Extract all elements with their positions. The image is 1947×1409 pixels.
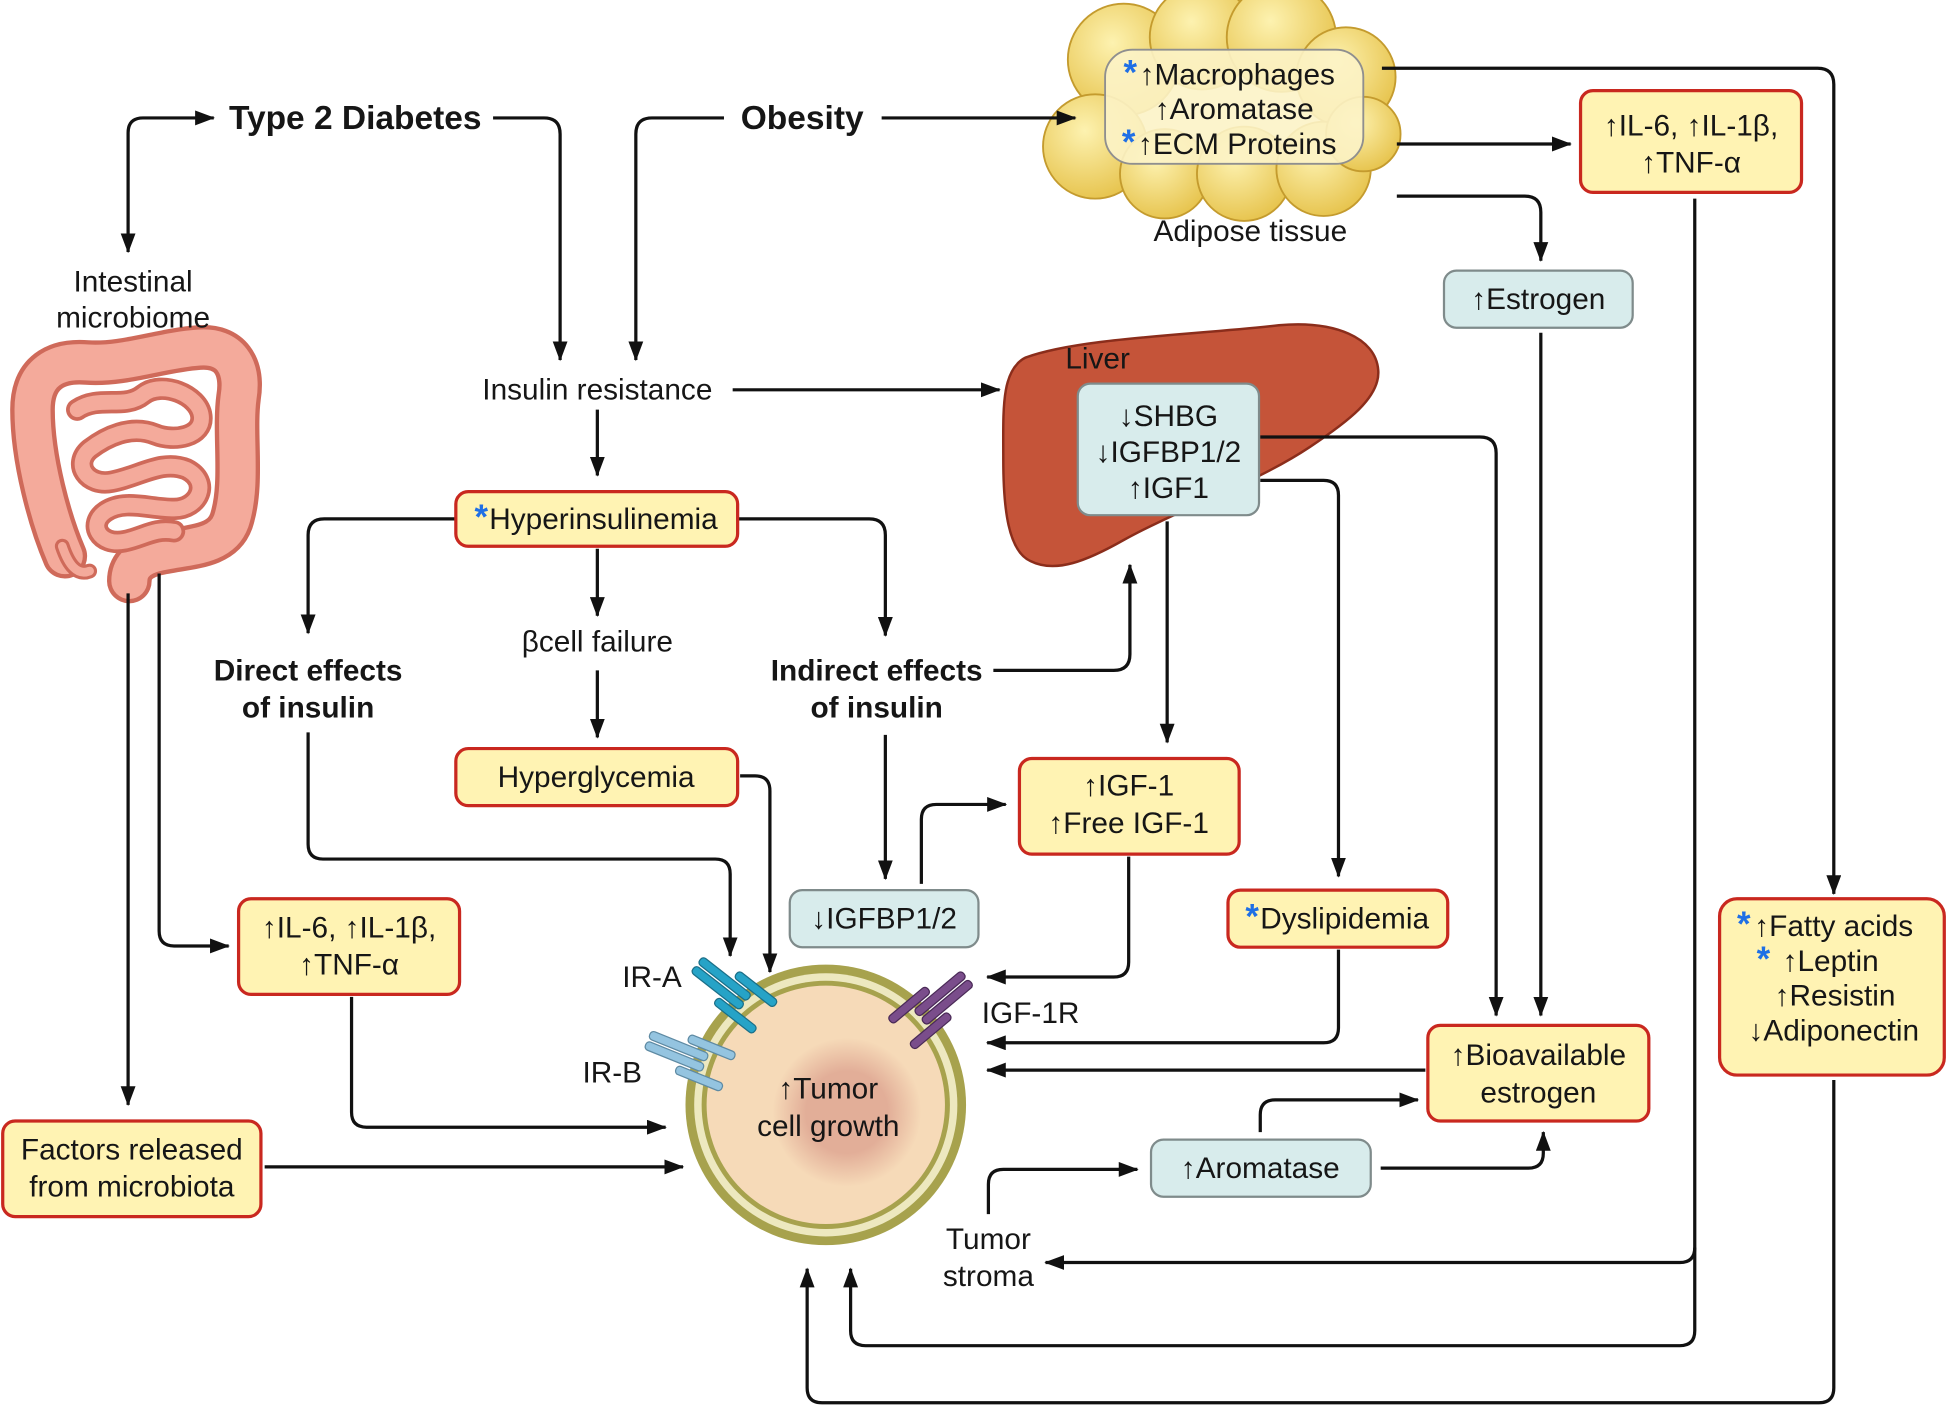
bioavailable-estrogen-line2: estrogen bbox=[1480, 1076, 1596, 1109]
microbiome-label-line2: microbiome bbox=[56, 302, 210, 335]
arrow-igf1-tumor bbox=[985, 856, 1131, 985]
adipose-item-aromatase: ↑Aromatase bbox=[1155, 93, 1314, 126]
tumor-nucleus bbox=[772, 1037, 922, 1187]
direct-effects-line1: Direct effects bbox=[214, 654, 403, 687]
beta-cell-failure-label: βcell failure bbox=[522, 626, 673, 659]
arrow-dyslipidemia-tumor bbox=[985, 949, 1341, 1051]
arrow-hyperinsulinemia-indirect bbox=[737, 517, 893, 637]
arrow-liver-bioavailable bbox=[1260, 435, 1504, 1017]
tumor-cell-line1: ↑Tumor bbox=[778, 1073, 878, 1106]
ir-a-receptor bbox=[691, 957, 778, 1034]
indirect-effects-line2: of insulin bbox=[810, 692, 942, 725]
adipokine-adiponectin: ↓Adiponectin bbox=[1749, 1014, 1920, 1047]
adipokines-box bbox=[1717, 897, 1946, 1077]
hyperinsulinemia-label: *Hyperinsulinemia bbox=[475, 499, 719, 537]
arrow-stroma-aromatase bbox=[986, 1161, 1139, 1215]
microbiome-label-line1: Intestinal bbox=[73, 266, 192, 299]
microbiota-factors-line2: from microbiota bbox=[29, 1171, 235, 1204]
igfbp-box bbox=[788, 888, 980, 949]
adipose-item-ecm: *↑ECM Proteins bbox=[1122, 124, 1337, 162]
liver-factor-igf1: ↑IGF1 bbox=[1128, 472, 1209, 505]
arrow-t2d-insulin-resistance bbox=[493, 116, 568, 362]
igfbp-label: ↓IGFBP1/2 bbox=[811, 903, 957, 936]
adipose-item-macrophages: *↑Macrophages bbox=[1124, 54, 1335, 92]
arrow-igfbp-igf1 bbox=[919, 796, 1008, 884]
arrow-adipose-estrogen bbox=[1396, 194, 1549, 262]
tumor-stroma-line2: stroma bbox=[943, 1260, 1034, 1293]
direct-effects-line2: of insulin bbox=[242, 692, 374, 725]
microbiota-factors-line1: Factors released bbox=[21, 1133, 243, 1166]
dyslipidemia-box bbox=[1226, 888, 1450, 949]
adipokine-resistin: ↑Resistin bbox=[1775, 980, 1896, 1013]
gut-cytokines-box bbox=[236, 897, 462, 996]
liver-factor-shbg: ↓SHBG bbox=[1119, 400, 1218, 433]
arrow-adipokines-tumor bbox=[799, 1080, 1836, 1405]
arrow-aromatase-bioavailable-bottom bbox=[1380, 1130, 1551, 1170]
tumor-cell-line2: cell growth bbox=[757, 1110, 899, 1143]
adipose-cytokines-line1: ↑IL-6, ↑IL-1β, bbox=[1604, 109, 1778, 142]
labels: Type 2 Diabetes Obesity Intestinal micro… bbox=[21, 54, 1919, 1293]
intestine-illustration bbox=[10, 325, 262, 604]
arrow-direct-tumor bbox=[306, 732, 738, 958]
indirect-effects-line1: Indirect effects bbox=[771, 654, 983, 687]
stroma-aromatase-label: ↑Aromatase bbox=[1181, 1152, 1340, 1185]
adipokine-leptin: *↑Leptin bbox=[1757, 941, 1879, 979]
hyperglycemia-box bbox=[454, 746, 740, 808]
arrow-aromatase-bioavailable-side bbox=[1258, 1092, 1420, 1133]
tumor-cell bbox=[685, 964, 967, 1246]
arrow-adipose-adipokines bbox=[1381, 66, 1842, 896]
obesity-label: Obesity bbox=[741, 100, 864, 137]
igf1-line1: ↑IGF-1 bbox=[1083, 770, 1174, 803]
type2-diabetes-label: Type 2 Diabetes bbox=[229, 100, 482, 137]
arrow-indirect-liver bbox=[993, 563, 1138, 672]
ir-b-receptor bbox=[644, 1030, 736, 1092]
igf1-line2: ↑Free IGF-1 bbox=[1048, 807, 1209, 840]
arrow-obesity-insulin-resistance bbox=[628, 116, 724, 362]
liver-label: Liver bbox=[1065, 343, 1130, 376]
bioavailable-estrogen-line1: ↑Bioavailable bbox=[1451, 1039, 1627, 1072]
ir-b-label: IR-B bbox=[582, 1057, 642, 1090]
tumor-stroma-line1: Tumor bbox=[946, 1223, 1031, 1256]
gut-cytokines-line1: ↑IL-6, ↑IL-1β, bbox=[262, 911, 436, 944]
adipose-cytokines-box bbox=[1578, 89, 1804, 195]
gut-cytokines-line2: ↑TNF-α bbox=[299, 949, 399, 982]
bioavailable-estrogen-box bbox=[1426, 1023, 1651, 1123]
estrogen-label: ↑Estrogen bbox=[1471, 283, 1605, 316]
arrow-liver-dyslipidemia bbox=[1260, 478, 1346, 878]
hyperglycemia-label: Hyperglycemia bbox=[498, 761, 695, 794]
hyperinsulinemia-box bbox=[454, 489, 740, 548]
dyslipidemia-label: *Dyslipidemia bbox=[1245, 899, 1429, 937]
arrows bbox=[120, 66, 1842, 1405]
arrow-gut-cytokines-tumor bbox=[349, 996, 667, 1135]
microbiota-factors-box bbox=[1, 1119, 263, 1219]
arrow-microbiome-cytokines bbox=[157, 573, 230, 954]
arrow-hyperinsulinemia-direct bbox=[300, 517, 456, 635]
arrow-hyperglycemia-tumor bbox=[740, 774, 778, 974]
adipose-cytokines-line2: ↑TNF-α bbox=[1641, 147, 1741, 180]
estrogen-box bbox=[1442, 269, 1634, 329]
stroma-aromatase-box bbox=[1149, 1138, 1372, 1198]
liver-factors-box bbox=[1076, 382, 1261, 517]
adipose-factors-panel bbox=[1104, 48, 1365, 165]
adipose-tissue-label: Adipose tissue bbox=[1153, 215, 1347, 248]
igf1-box bbox=[1017, 756, 1241, 856]
igf-1r-receptor bbox=[888, 971, 973, 1050]
insulin-resistance-label: Insulin resistance bbox=[482, 374, 712, 407]
boxes bbox=[1, 89, 1946, 1219]
arrow-cytokines-tumor bbox=[843, 1247, 1697, 1348]
igf-1r-label: IGF-1R bbox=[982, 997, 1080, 1030]
ir-a-label: IR-A bbox=[622, 961, 682, 994]
adipokine-fatty-acids: *↑Fatty acids bbox=[1737, 906, 1913, 944]
arrow-t2d-microbiome bbox=[120, 110, 215, 254]
liver-factor-igfbp: ↓IGFBP1/2 bbox=[1096, 436, 1242, 469]
